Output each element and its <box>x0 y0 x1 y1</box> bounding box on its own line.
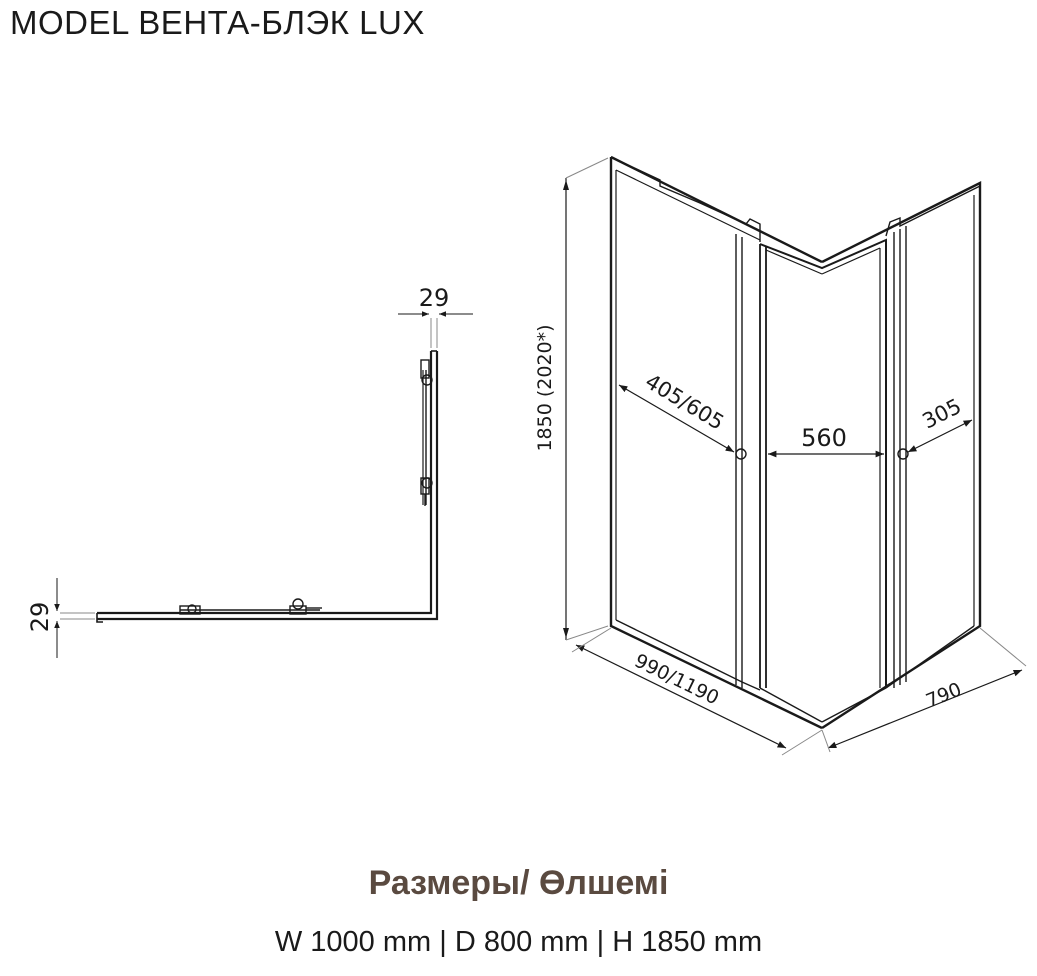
front-dim-center-span-label: 560 <box>801 424 847 452</box>
plan-handle-1 <box>187 604 197 614</box>
front-dim-depth-label: 790 <box>923 678 965 712</box>
plan-roller-2 <box>289 605 307 615</box>
front-dim-height <box>563 157 609 641</box>
front-dim-depth <box>821 627 1027 753</box>
front-dim-right-span <box>907 419 973 453</box>
front-center-door <box>759 244 767 688</box>
plan-frame-outer <box>97 351 433 615</box>
front-dim-height-label: 1850 (2020*) <box>534 324 556 451</box>
front-left-frame <box>609 157 823 730</box>
plan-view <box>96 350 439 623</box>
plan-roller-3 <box>420 359 430 379</box>
sizes-summary: W 1000 mm | D 800 mm | H 1850 mm <box>274 926 763 958</box>
front-right-frame <box>821 181 982 730</box>
front-dim-right-span-label: 305 <box>919 394 966 434</box>
front-handle-left <box>735 448 747 460</box>
plan-dim-top-label: 29 <box>419 284 450 312</box>
plan-handle-2 <box>292 598 304 610</box>
sizes-title: Размеры/ Өлшемі <box>368 864 669 902</box>
front-dim-width <box>571 627 823 756</box>
plan-dim-left-label: 29 <box>26 602 54 633</box>
plan-handle-3 <box>421 374 433 386</box>
front-dim-left-span-label: 405/605 <box>641 369 728 435</box>
front-dim-left-span <box>618 384 735 453</box>
front-handle-right <box>897 448 909 460</box>
plan-dim-left <box>54 578 95 658</box>
front-view <box>609 155 982 730</box>
plan-frame-inner <box>97 351 439 621</box>
model-title: MODEL ВЕНТА-БЛЭК LUX <box>10 4 425 41</box>
plan-handle-4 <box>421 477 433 489</box>
plan-dim-top <box>398 311 473 348</box>
